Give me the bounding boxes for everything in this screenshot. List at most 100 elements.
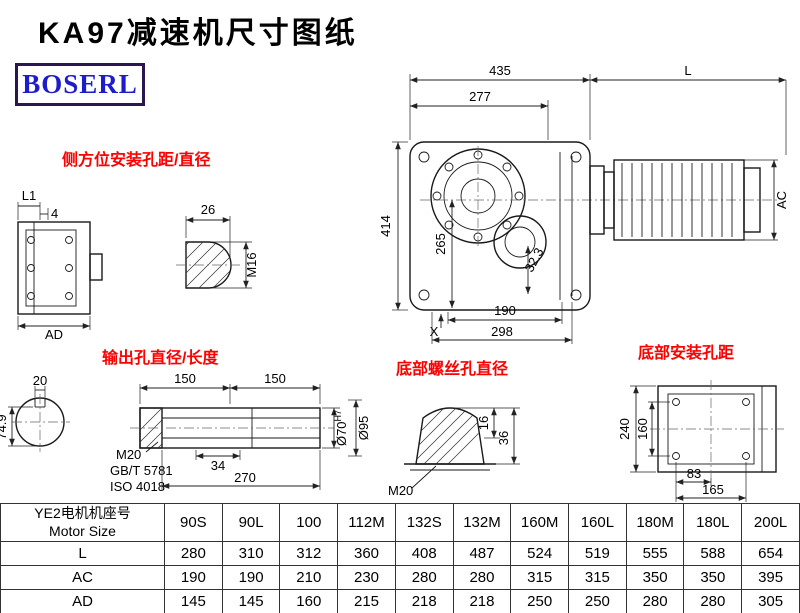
motor-size-table: YE2电机机座号 Motor Size 90S 90L 100 112M 132… xyxy=(0,503,800,613)
annotation-output-hole: 输出孔直径/长度 xyxy=(102,350,219,367)
table-corner-cell: YE2电机机座号 Motor Size xyxy=(0,503,165,542)
motor-end-cap xyxy=(743,167,761,233)
dim-277-label: 277 xyxy=(469,89,491,104)
table-cell: 230 xyxy=(337,565,396,590)
mount-hole xyxy=(27,264,35,272)
mount-hole xyxy=(742,452,750,460)
dim-20-label: 20 xyxy=(33,373,47,388)
mount-hole xyxy=(742,398,750,406)
note-M20-label: M20 xyxy=(116,447,141,462)
annotation-bottom-mount-holes: 底部安装孔距 xyxy=(638,345,735,362)
dim-150a-label: 150 xyxy=(174,371,196,386)
mount-hole xyxy=(65,236,73,244)
dim-4-label: 4 xyxy=(51,206,58,221)
boserl-logo-text: BOSERL xyxy=(22,69,138,99)
dim-AC-label: AC xyxy=(774,191,789,209)
mount-hole xyxy=(672,398,680,406)
mount-hole xyxy=(672,452,680,460)
table-cell: 408 xyxy=(394,541,454,566)
dim-435-label: 435 xyxy=(489,63,511,78)
table-cell: 310 xyxy=(221,541,281,566)
column-header: 112M xyxy=(337,503,396,542)
corner-screw xyxy=(418,151,430,163)
table-cell: 395 xyxy=(741,565,800,590)
technical-drawing: L1 4 AD 26 xyxy=(0,63,789,502)
table-cell: 312 xyxy=(279,541,339,566)
annotation-bottom-screw-hole: 底部螺丝孔直径 xyxy=(396,361,509,378)
motor-size-label-cn: YE2电机机座号 xyxy=(34,505,131,521)
table-cell: 280 xyxy=(683,589,743,613)
note-iso-standard: ISO 4018 xyxy=(110,479,165,494)
table-cell: 280 xyxy=(625,589,685,613)
dim-AD-label: AD xyxy=(45,327,63,342)
row-label: L xyxy=(0,541,165,566)
column-header: 132M xyxy=(452,503,512,542)
table-cell: 360 xyxy=(337,541,396,566)
table-cell: 350 xyxy=(683,565,743,590)
output-shaft-view: 20 74.9 150 150 xyxy=(0,371,371,494)
shaft-end-view: 26 M16 xyxy=(176,202,259,289)
table-cell: 210 xyxy=(279,565,339,590)
table-cell: 145 xyxy=(164,589,223,613)
bottom-mount-view: 240 160 83 165 xyxy=(617,380,784,502)
secondary-bore-circle xyxy=(493,215,547,269)
bolt-head xyxy=(415,407,485,465)
bottom-screw-view: M20 16 36 xyxy=(388,407,520,498)
table-cell: 315 xyxy=(510,565,570,590)
motor-size-label-en: Motor Size xyxy=(49,522,116,539)
table-cell: 524 xyxy=(510,541,570,566)
dim-26-label: 26 xyxy=(201,202,215,217)
table-cell: 160 xyxy=(279,589,339,613)
dim-298-label: 298 xyxy=(491,324,513,339)
dim-34-label: 34 xyxy=(211,458,225,473)
annotation-side-mount-holes: 侧方位安装孔距/直径 xyxy=(62,152,211,169)
table-cell: 315 xyxy=(568,565,627,590)
table-header-row: YE2电机机座号 Motor Size 90S 90L 100 112M 132… xyxy=(0,503,800,542)
dim-32-3-label: 32.3 xyxy=(521,245,546,274)
corner-screw xyxy=(418,289,430,301)
table-cell: 218 xyxy=(452,589,512,613)
dim-150b-label: 150 xyxy=(264,371,286,386)
table-cell: 145 xyxy=(221,589,281,613)
row-label: AD xyxy=(0,589,165,613)
note-gb-standard: GB/T 5781 xyxy=(110,463,173,478)
column-header: 100 xyxy=(279,503,339,542)
mount-hole xyxy=(65,292,73,300)
shaft-stub xyxy=(89,253,103,281)
page-title: KA97减速机尺寸图纸 xyxy=(38,17,358,50)
side-view-body xyxy=(17,221,91,315)
dim-165-label: 165 xyxy=(702,482,724,497)
dim-83-label: 83 xyxy=(687,466,701,481)
table-cell: 190 xyxy=(221,565,281,590)
table-cell: 250 xyxy=(568,589,627,613)
column-header: 132S xyxy=(394,503,454,542)
column-header: 200L xyxy=(741,503,800,542)
corner-screw xyxy=(570,151,582,163)
boserl-logo: BOSERL xyxy=(15,63,145,106)
column-header: 160M xyxy=(510,503,570,542)
dim-190-label: 190 xyxy=(494,303,516,318)
table-cell: 250 xyxy=(510,589,570,613)
table-cell: 588 xyxy=(683,541,743,566)
table-cell: 555 xyxy=(625,541,685,566)
mount-hole xyxy=(65,264,73,272)
dim-L-label: L xyxy=(684,63,691,78)
row-label: AC xyxy=(0,565,165,590)
table-cell: 350 xyxy=(625,565,685,590)
dim-240-label: 240 xyxy=(617,418,632,440)
side-mount-view: L1 4 AD xyxy=(17,188,103,342)
dim-L1-label: L1 xyxy=(22,188,36,203)
table-cell: 519 xyxy=(568,541,627,566)
mount-hole xyxy=(27,236,35,244)
table-cell: 654 xyxy=(741,541,800,566)
table-cell: 215 xyxy=(337,589,396,613)
table-cell: 190 xyxy=(164,565,223,590)
dim-414-label: 414 xyxy=(378,215,393,237)
column-header: 180L xyxy=(683,503,743,542)
corner-screw xyxy=(570,289,582,301)
table-cell: 280 xyxy=(452,565,512,590)
dim-d95-label: Ø95 xyxy=(356,416,371,441)
dim-265-label: 265 xyxy=(433,233,448,255)
dim-74-9-label: 74.9 xyxy=(0,414,9,439)
